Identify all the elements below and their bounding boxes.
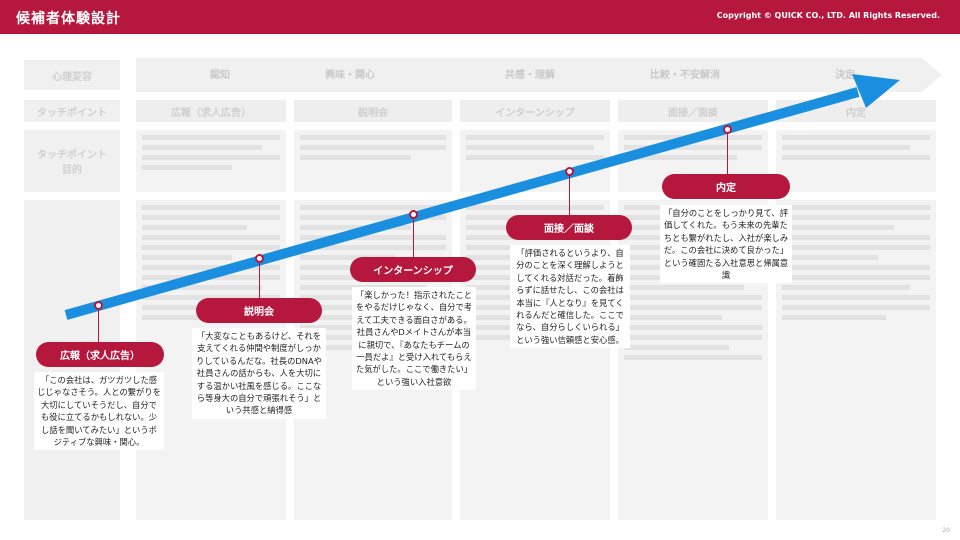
stage-band: [136, 58, 942, 92]
goal-cell-2: [294, 130, 452, 192]
copyright-text: Copyright © QUICK CO., LTD. All Rights R…: [716, 11, 940, 20]
milestone-dot-4: [565, 167, 574, 176]
touchpoint-head-interview: 面接／面談: [618, 100, 768, 122]
quote-text-interview: 「評価されるというより、自分のことを深く理解しようとしてくれる対話だった。着飾ら…: [516, 248, 624, 345]
arrow-head: [852, 74, 900, 108]
row-label-psych: 心理変容: [24, 60, 120, 90]
stage-comparison: 比較・不安解消: [650, 70, 720, 81]
page-title: 候補者体験設計: [16, 11, 121, 27]
milestone-dot-1: [94, 301, 103, 310]
connector-line-4: [569, 171, 570, 217]
milestone-dot-3: [409, 210, 418, 219]
milestone-label-offer: 内定: [662, 174, 790, 199]
quote-text-ad: 「この会社は、ガツガツした感じじゃなさそう。人との繋がりを大切にしていそうだし、…: [37, 375, 161, 448]
touchpoint-head-ad: 広報（求人広告）: [136, 100, 286, 122]
milestone-label-intern: インターンシップ: [350, 257, 476, 282]
touchpoint-head-briefing: 説明会: [294, 100, 452, 122]
milestone-label-briefing: 説明会: [196, 298, 322, 323]
quote-text-intern: 「楽しかった！指示されたことをやるだけじゃなく、自分で考えて工夫できる面白さがあ…: [355, 290, 473, 387]
goal-cell-5: [776, 130, 936, 192]
connector-line-2: [259, 258, 260, 298]
detail-cell-5: [776, 200, 936, 520]
milestone-quote-intern: 「楽しかった！指示されたことをやるだけじゃなく、自分で考えて工夫できる面白さがあ…: [352, 287, 476, 391]
milestone-label-ad: 広報（求人広告）: [36, 342, 164, 367]
row-label-touchpoint: タッチポイント: [24, 100, 120, 122]
milestone-label-interview: 面接／面談: [506, 215, 632, 240]
milestone-quote-briefing: 「大変なこともあるけど、それを支えてくれる仲間や制度がしっかりしているんだな。社…: [192, 328, 326, 419]
page-number: 20: [942, 527, 950, 534]
connector-line-3: [413, 215, 414, 257]
stage-decision: 決定: [835, 70, 855, 81]
stage-interest: 興味・関心: [325, 70, 375, 81]
header-bar: 候補者体験設計 Copyright © QUICK CO., LTD. All …: [0, 0, 960, 34]
row-label-goal: タッチポイント 目的: [24, 130, 120, 192]
quote-text-offer: 「自分のことをしっかり見て、評価してくれた。もう未来の先輩たちとも繋がれたし、入…: [663, 208, 789, 281]
milestone-quote-ad: 「この会社は、ガツガツした感じじゃなさそう。人との繋がりを大切にしていそうだし、…: [34, 372, 164, 451]
connector-line-5: [727, 130, 728, 174]
stage-empathy: 共感・理解: [505, 70, 555, 81]
goal-cell-1: [136, 130, 286, 192]
milestone-quote-interview: 「評価されるというより、自分のことを深く理解しようとしてくれる対話だった。着飾ら…: [510, 245, 630, 349]
milestone-quote-offer: 「自分のことをしっかり見て、評価してくれた。もう未来の先輩たちとも繋がれたし、入…: [660, 205, 792, 284]
touchpoint-head-intern: インターンシップ: [460, 100, 610, 122]
quote-text-briefing: 「大変なこともあるけど、それを支えてくれる仲間や制度がしっかりしているんだな。社…: [196, 331, 322, 416]
stage-awareness: 認知: [210, 70, 230, 81]
milestone-dot-5: [723, 125, 732, 134]
milestone-dot-2: [255, 254, 264, 263]
connector-line-1: [98, 306, 99, 342]
